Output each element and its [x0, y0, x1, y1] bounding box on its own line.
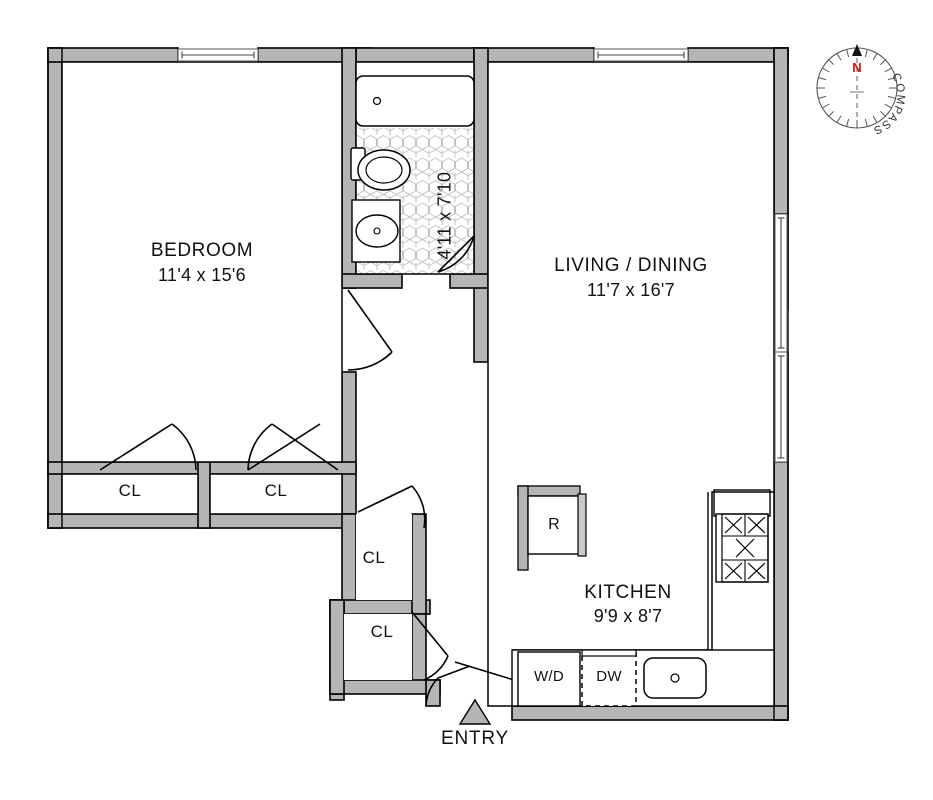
doors — [99, 235, 561, 707]
appliance-label-refrigerator: R — [548, 516, 560, 533]
room-dimension-bedroom: 11'4 x 15'6 — [158, 265, 246, 285]
bathroom-sink-icon — [351, 199, 401, 263]
closet-label-1: CL — [118, 481, 142, 500]
closet-label-3: CL — [362, 548, 386, 567]
bathtub-icon — [355, 75, 475, 127]
room-label-bedroom: BEDROOM — [150, 240, 254, 261]
toilet-icon — [350, 147, 411, 191]
dishwasher-icon — [581, 649, 637, 707]
entry-marker-icon — [458, 698, 492, 725]
appliance-label-washer-dryer: W/D — [533, 668, 565, 685]
room-label-living-dining: LIVING / DINING — [554, 255, 708, 276]
kitchen-fixtures — [511, 485, 775, 707]
kitchen-sink-icon — [643, 657, 707, 699]
appliance-label-dishwasher: DW — [596, 668, 622, 685]
windows — [177, 48, 788, 463]
closet-label-2: CL — [264, 481, 288, 500]
bathroom-fixtures — [350, 75, 475, 263]
room-dimension-living-dining: 11'7 x 16'7 — [587, 280, 675, 300]
washer-dryer-icon — [517, 651, 581, 707]
room-label-kitchen: KITCHEN — [584, 582, 672, 603]
entry-label: ENTRY — [440, 728, 510, 749]
closet-label-4: CL — [370, 622, 394, 641]
room-dimension-bathroom: 4'11 x 7'10 — [434, 171, 455, 260]
room-dimension-kitchen: 9'9 x 8'7 — [593, 606, 663, 626]
range-icon — [713, 489, 771, 583]
compass-rose: COMPASS — [816, 44, 905, 137]
refrigerator-icon — [517, 485, 587, 571]
compass-north-label: N — [852, 60, 862, 75]
room-interiors — [62, 62, 774, 706]
